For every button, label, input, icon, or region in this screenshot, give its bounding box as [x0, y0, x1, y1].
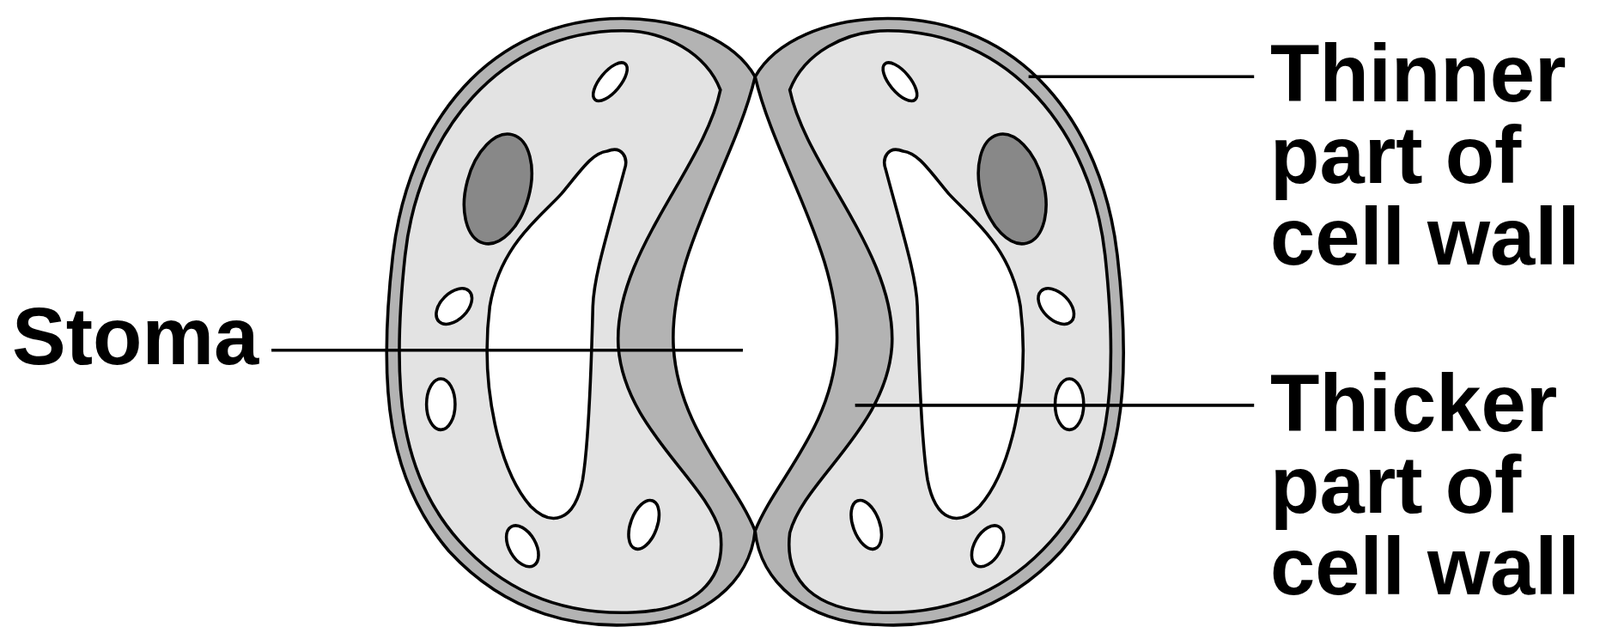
leader-line	[271, 348, 743, 353]
part-label: Thinner part of cell wall	[1270, 32, 1593, 278]
part-label: Thicker part of cell wall	[1270, 362, 1593, 608]
stoma-label: Stoma	[12, 295, 287, 378]
left-guard-cell	[386, 18, 755, 626]
leader-line	[855, 403, 1255, 408]
leader-line	[1028, 75, 1255, 80]
right-guard-cell	[754, 18, 1124, 626]
